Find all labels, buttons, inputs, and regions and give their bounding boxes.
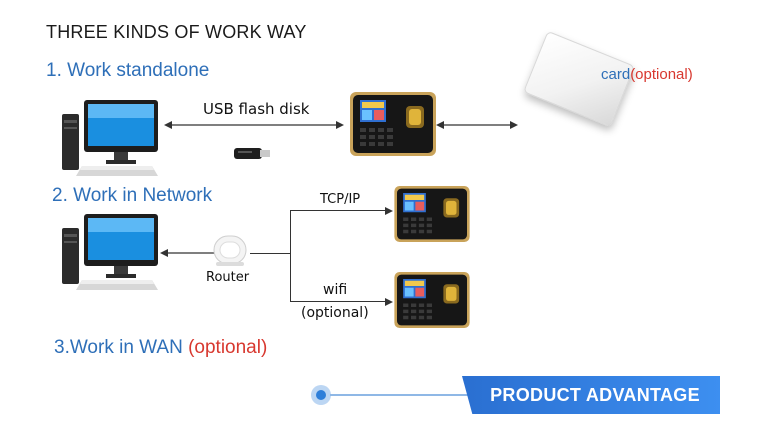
wifi-label: wifi <box>323 282 348 298</box>
step-wan-optional: (optional) <box>188 337 268 358</box>
step-network-label: 2. Work in Network <box>52 185 213 206</box>
step-wan-text: 3.Work in WAN <box>54 337 189 358</box>
usb-arrow <box>164 121 344 129</box>
card-arrow <box>436 121 518 129</box>
computer-icon <box>62 214 158 290</box>
card-label: card(optional) <box>601 66 693 83</box>
fingerprint-terminal-icon <box>394 186 470 242</box>
page-title: THREE KINDS OF WORK WAY <box>46 22 307 42</box>
wifi-optional-label: (optional) <box>301 305 369 321</box>
card-optional: (optional) <box>630 66 693 83</box>
router-to-computer-arrow <box>160 249 216 257</box>
router-icon <box>213 235 247 266</box>
router-label: Router <box>206 270 250 285</box>
usb-flash-disk-icon <box>234 148 270 159</box>
card-text: card <box>601 66 631 83</box>
step-standalone-label: 1. Work standalone <box>46 60 210 81</box>
fingerprint-terminal-icon <box>394 272 470 328</box>
branch-vertical-line <box>290 210 291 302</box>
router-connector-line <box>250 253 290 254</box>
fingerprint-terminal-icon <box>350 92 436 156</box>
tcpip-label: TCP/IP <box>320 192 361 207</box>
computer-icon <box>62 100 158 176</box>
branch-bottom-line <box>290 301 390 302</box>
branch-top-line <box>290 210 390 211</box>
usb-label: USB flash disk <box>203 100 310 118</box>
wifi-arrowhead <box>385 298 393 306</box>
tcpip-arrowhead <box>385 207 393 215</box>
banner-dot <box>316 390 326 400</box>
step-wan-label: 3.Work in WAN (optional) <box>54 337 267 359</box>
product-advantage-banner: PRODUCT ADVANTAGE <box>462 376 720 414</box>
banner-connector-line <box>330 394 480 396</box>
